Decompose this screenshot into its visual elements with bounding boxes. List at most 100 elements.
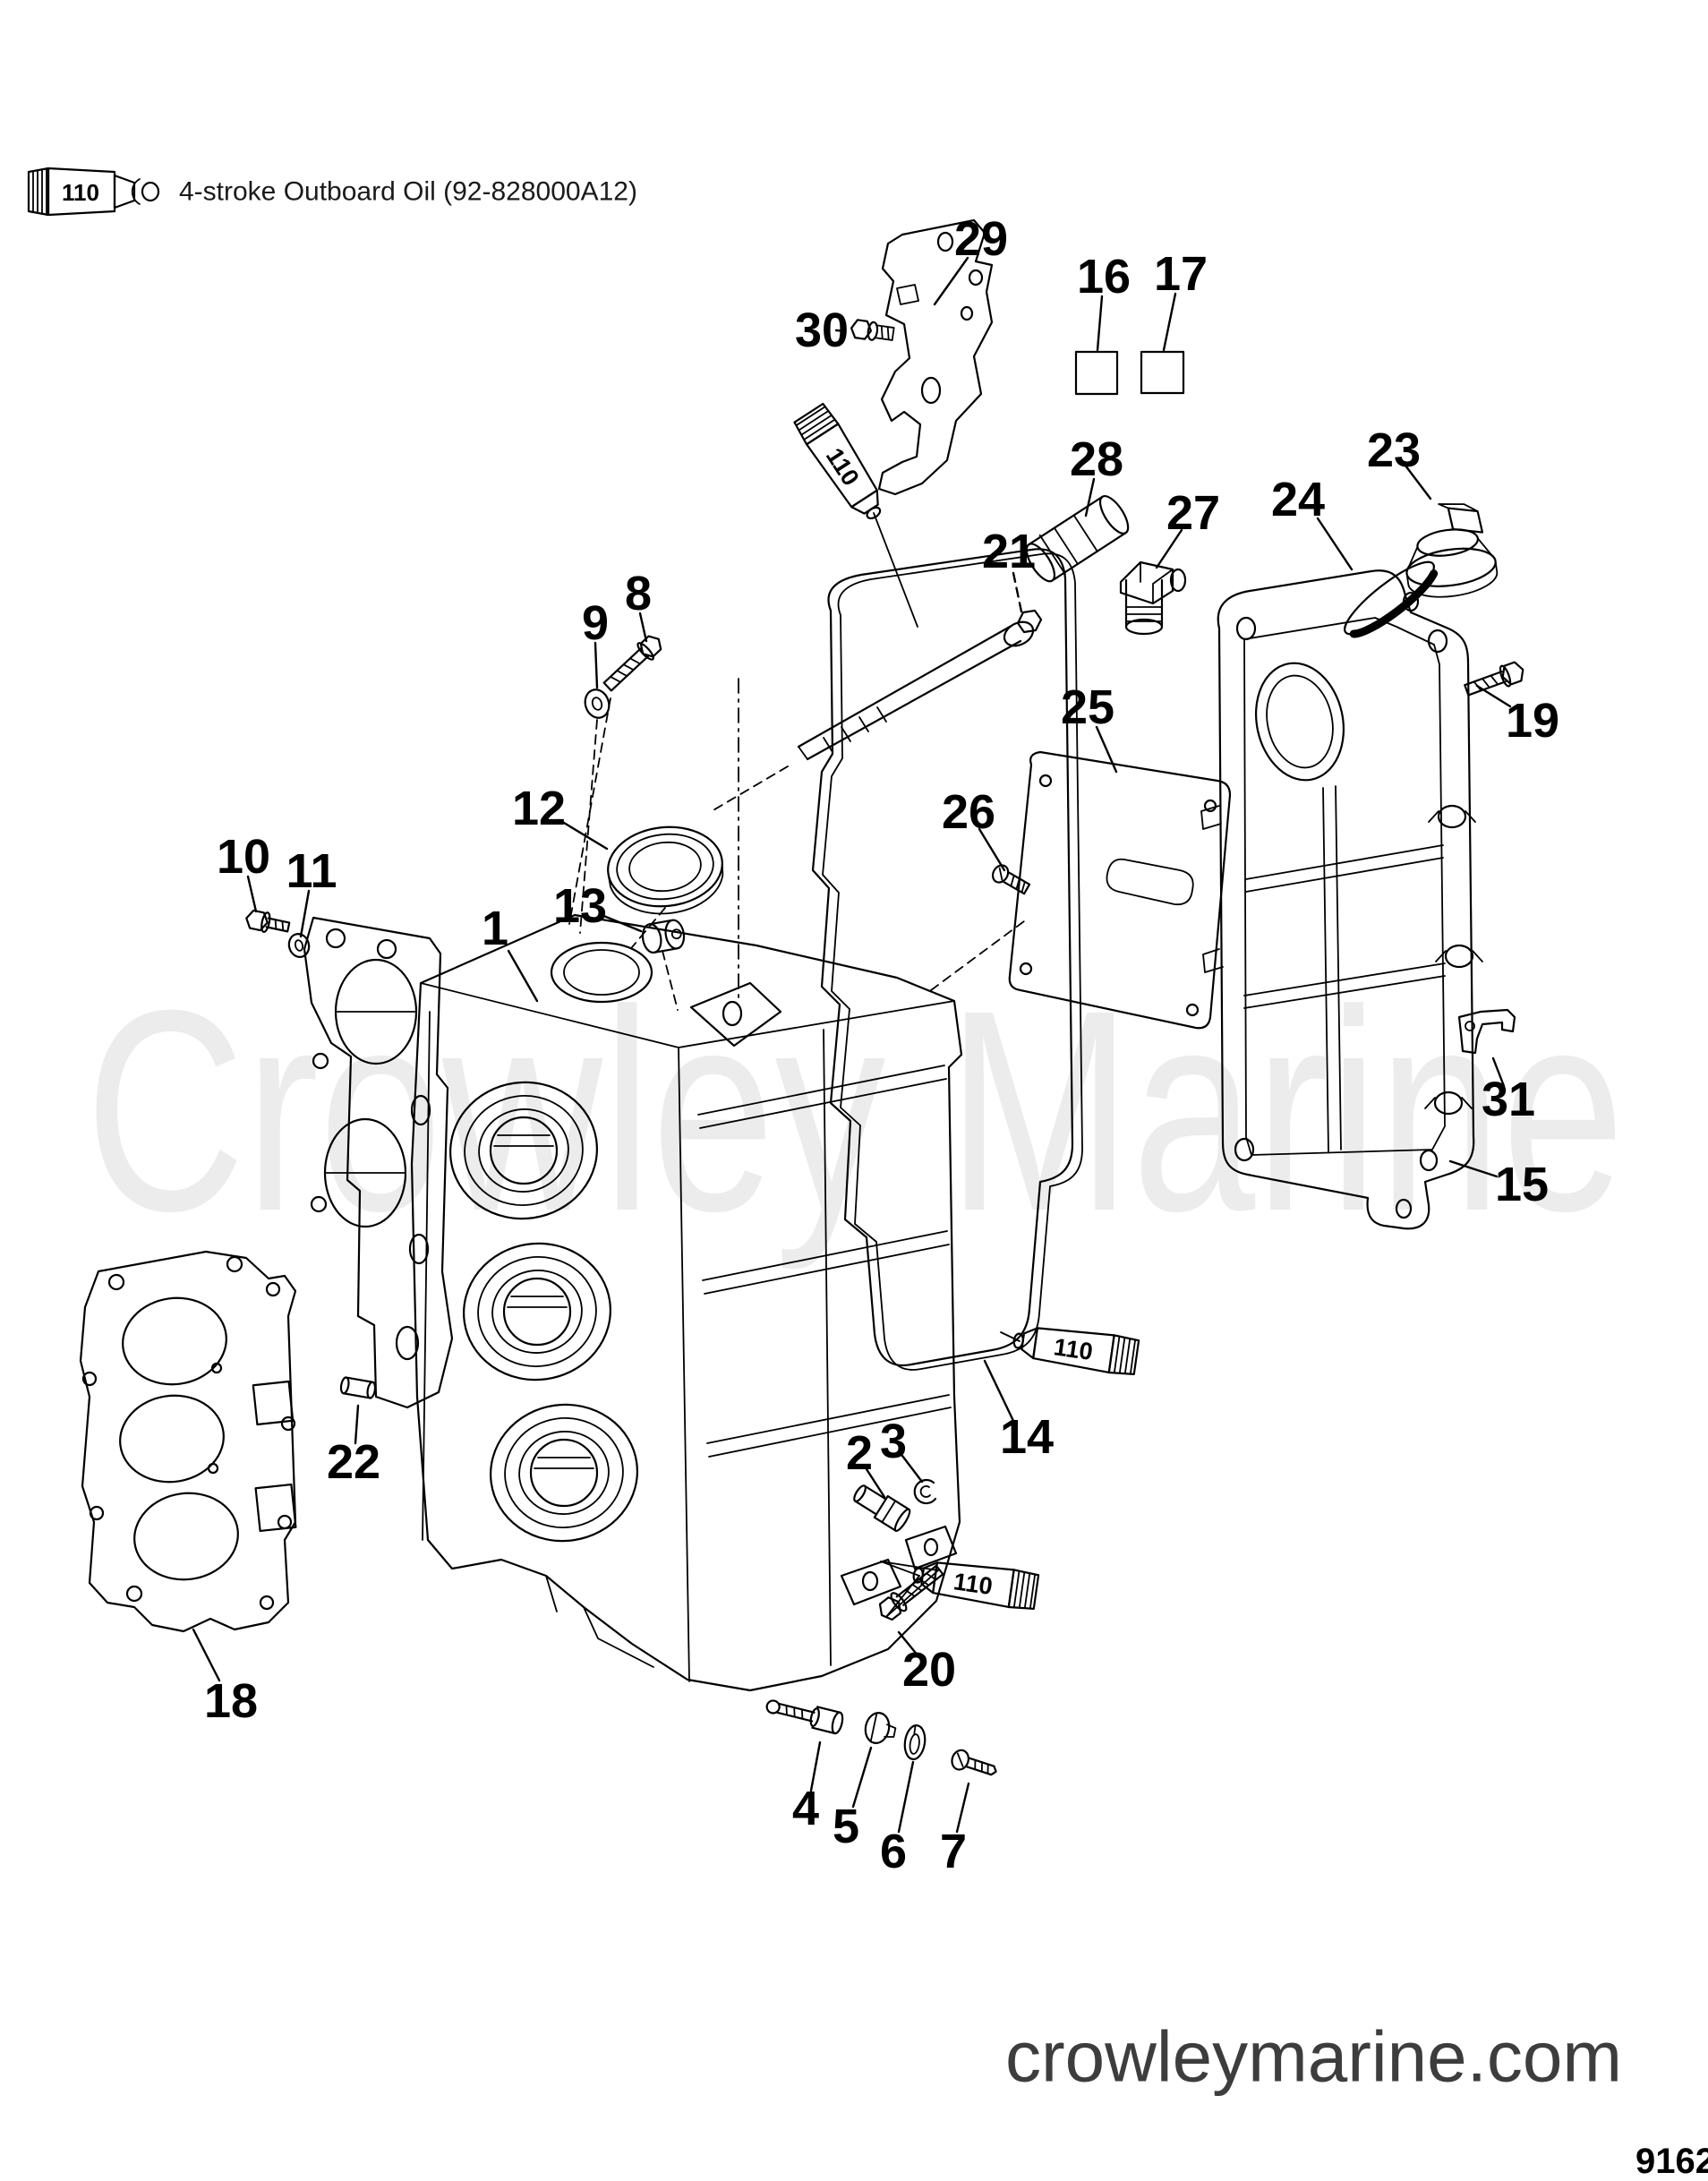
sealant-tube-shape [793, 402, 882, 520]
callout-18: 18 [192, 1628, 258, 1728]
callout-leader-line [897, 1630, 920, 1658]
bolt-19-drawing [1464, 661, 1524, 697]
callout-number: 5 [833, 1800, 859, 1853]
callout-number: 21 [982, 525, 1036, 578]
bolt-30-drawing [850, 319, 895, 341]
crankcase-cover-gasket-drawing [811, 548, 1083, 1371]
callout-leader-line [1404, 464, 1432, 500]
elbow-fitting-drawing [1119, 560, 1187, 636]
callout-number: 18 [204, 1674, 258, 1728]
head-gasket-drawing [79, 1250, 297, 1633]
plug-13-drawing [641, 919, 686, 954]
callout-29: 29 [933, 212, 1008, 306]
callout-9: 9 [582, 596, 609, 689]
callout-leader-line [507, 949, 539, 1003]
callout-28: 28 [1070, 432, 1123, 517]
callout-number: 24 [1271, 473, 1325, 526]
callout-leader-line [955, 1782, 970, 1834]
washer-9-drawing [584, 689, 611, 719]
callout-leader-line [978, 827, 1006, 872]
callout-31: 31 [1482, 1056, 1535, 1126]
callout-17: 17 [1154, 247, 1208, 352]
callout-number: 1 [482, 902, 508, 955]
long-bolt-21-drawing [797, 609, 1043, 761]
legend-sealant-oil: 110 4-stroke Outboard Oil (92-828000A12) [27, 167, 637, 217]
callout-number: 14 [1000, 1410, 1054, 1464]
callout-13: 13 [553, 879, 643, 933]
sealant-leader-line [885, 1575, 920, 1618]
sealant-tube-icon: 110 [1012, 1327, 1140, 1375]
callout-number: 26 [942, 785, 995, 839]
callout-leader-line [638, 612, 648, 643]
callout-number: 11 [286, 844, 337, 898]
callout-leader-line [1316, 517, 1354, 571]
clip-31-drawing [1457, 1008, 1516, 1055]
callout-number: 7 [940, 1825, 967, 1878]
callout-number: 9 [582, 596, 609, 650]
callout-30: 30 [795, 304, 851, 357]
bolt-8-drawing [602, 635, 662, 692]
callout-leader-line [897, 1760, 915, 1834]
callout-number: 23 [1367, 423, 1421, 477]
screw-7-drawing [951, 1749, 997, 1776]
callout-21: 21 [982, 525, 1036, 618]
diagram-code: 9162 [1635, 2142, 1708, 2181]
callout-leader-line [983, 1359, 1016, 1424]
callout-number: 3 [880, 1415, 907, 1468]
callout-leader-line [1096, 295, 1104, 352]
cover-bolt-bosses [1424, 804, 1483, 1116]
bolt-20-drawing [878, 1564, 944, 1621]
callout-16: 16 [1077, 250, 1131, 352]
seal-ring-drawing [607, 825, 724, 915]
callout-number: 29 [954, 212, 1008, 266]
callout-number: 28 [1070, 432, 1123, 486]
callout-leader-line [1012, 571, 1024, 618]
decal-16-drawing [1074, 350, 1119, 396]
site-watermark: crowleymarine.com [1005, 2017, 1622, 2097]
callout-26: 26 [942, 785, 1006, 872]
callout-number: 30 [795, 304, 849, 357]
assembly-dashed-lines [568, 678, 1029, 1011]
callout-leader-line [192, 1628, 221, 1682]
access-plate-drawing [1008, 750, 1232, 1030]
sealant-tube-number: 110 [821, 443, 865, 491]
callout-leader-line [1491, 1056, 1506, 1088]
callout-5: 5 [833, 1746, 873, 1853]
callout-11: 11 [286, 844, 337, 938]
keeper-6-drawing [903, 1724, 927, 1760]
sealant-leader-line [1000, 1331, 1021, 1342]
callout-leader-line [1475, 684, 1512, 708]
sealant-tube-number: 110 [1052, 1333, 1094, 1365]
callout-8: 8 [625, 567, 652, 643]
callout-leader-line [1155, 528, 1183, 569]
exhaust-plate-drawing [303, 916, 454, 1409]
callout-leader-line [901, 1454, 924, 1484]
callout-leader-line [1084, 477, 1096, 517]
bolt-10-drawing [245, 909, 291, 933]
callout-1: 1 [482, 902, 539, 1003]
sealant-tube-shape [1012, 1327, 1140, 1375]
callout-leader-line [299, 889, 311, 938]
callout-number: 15 [1495, 1158, 1549, 1211]
sealant-tube-icon: 110 [912, 1561, 1040, 1610]
callout-number: 20 [902, 1643, 956, 1697]
screw-26-drawing [991, 864, 1031, 895]
callout-leader-line [594, 641, 599, 689]
callout-2: 2 [846, 1426, 886, 1499]
sealant-tube-icon [27, 167, 160, 217]
callout-6: 6 [880, 1760, 915, 1878]
callout-number: 31 [1482, 1073, 1535, 1126]
legend-label: 4-stroke Outboard Oil (92-828000A12) [179, 177, 637, 207]
callout-leader-line [354, 1404, 360, 1445]
washer-11-drawing [287, 933, 311, 958]
callout-20: 20 [897, 1630, 956, 1697]
callout-number: 22 [327, 1435, 380, 1489]
fitting-28-drawing [1025, 494, 1130, 583]
callout-leader-line [1448, 1159, 1499, 1178]
pin-2-drawing [853, 1484, 911, 1532]
legend-tube-number: 110 [62, 179, 99, 206]
callout-number: 4 [792, 1782, 819, 1835]
callout-number: 6 [880, 1825, 907, 1878]
bolt-4-drawing [765, 1699, 844, 1735]
